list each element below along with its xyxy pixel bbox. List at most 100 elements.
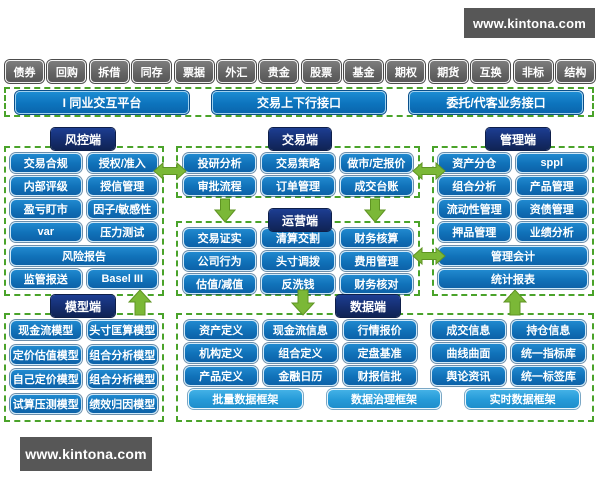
risk-item: 内部评级 [10, 176, 82, 197]
trade-item: 成交台账 [339, 176, 413, 196]
market-type: 同存 [132, 60, 172, 83]
model-item: 定价估值模型 [10, 344, 82, 365]
market-type: 外汇 [216, 60, 256, 83]
data-item: 统一标签库 [510, 366, 586, 386]
mgmt-item: 业绩分析 [515, 222, 588, 243]
market-type: 互换 [471, 60, 511, 83]
data-item: 财报信批 [342, 366, 417, 386]
mgmt-item: 产品管理 [515, 176, 588, 197]
interface-item: 交易上下行接口 [212, 90, 386, 114]
market-type: 期权 [386, 60, 426, 83]
arrow-horizontal-icon [412, 161, 446, 181]
market-type: 期货 [428, 60, 468, 83]
data-item: 定盘基准 [342, 343, 417, 363]
brand-url-top: www.kintona.com [464, 8, 595, 38]
interface-item: I 同业交互平台 [15, 90, 189, 114]
mgmt-item: 押品管理 [438, 222, 511, 243]
arrow-horizontal-icon [153, 161, 187, 181]
framework-item: 实时数据框架 [465, 389, 581, 409]
arrow-down-icon [291, 289, 315, 316]
data-item: 机构定义 [184, 343, 259, 363]
market-type: 贵金 [259, 60, 299, 83]
risk-section: 交易合规 授权/准入 内部评级 授信管理 盈亏盯市 因子/敏感性 var 压力测… [4, 146, 164, 296]
mgmt-item: 组合分析 [438, 176, 511, 197]
market-type-row: 债券 回购 拆借 同存 票据 外汇 贵金 股票 基金 期权 期货 互换 非标 结… [5, 60, 595, 83]
model-item: 自己定价模型 [10, 369, 82, 389]
model-item: 组合分析模型 [86, 369, 158, 389]
ops-item: 财务核算 [339, 228, 413, 248]
mgmt-item: 流动性管理 [438, 199, 511, 220]
model-item: 头寸匡算模型 [86, 320, 158, 340]
ops-section-title: 运营端 [269, 209, 331, 231]
market-type: 基金 [344, 60, 383, 83]
data-item: 资产定义 [184, 320, 259, 340]
mgmt-section: 资产分仓 sppl 组合分析 产品管理 流动性管理 资债管理 押品管理 业绩分析… [432, 146, 594, 296]
brand-url-bottom: www.kintona.com [20, 437, 152, 471]
model-item: 绩效归因模型 [86, 393, 158, 414]
model-item: 试算压测模型 [10, 393, 82, 414]
mgmt-section-title: 管理端 [486, 128, 550, 150]
arrow-up-icon [503, 289, 527, 316]
data-section-title: 数据端 [336, 295, 400, 317]
risk-item: 交易合规 [10, 153, 82, 173]
data-item: 行情报价 [342, 320, 417, 340]
data-section-grids: 资产定义 现金流信息 行情报价 机构定义 组合定义 定盘基准 产品定义 金融日历… [184, 320, 586, 386]
model-section: 现金流模型 头寸匡算模型 定价估值模型 组合分析模型 自己定价模型 组合分析模型… [4, 313, 164, 422]
trade-section: 投研分析 交易策略 做市/定报价 审批流程 订单管理 成交台账 [176, 146, 420, 198]
data-item: 现金流信息 [263, 320, 338, 340]
risk-item: 监管报送 [10, 268, 82, 289]
market-type: 结构 [555, 60, 595, 83]
data-left-grid: 资产定义 现金流信息 行情报价 机构定义 组合定义 定盘基准 产品定义 金融日历… [184, 320, 417, 386]
model-item: 现金流模型 [10, 320, 82, 340]
data-item: 持仓信息 [510, 320, 586, 340]
risk-item: 风险报告 [10, 245, 158, 266]
risk-item: 授信管理 [86, 176, 158, 197]
ops-item: 交易证实 [183, 228, 257, 248]
trade-item: 审批流程 [183, 176, 257, 196]
data-framework-row: 批量数据框架 数据治理框架 实时数据框架 [184, 389, 586, 409]
framework-item: 数据治理框架 [326, 389, 442, 409]
ops-section: 交易证实 清算交割 财务核算 公司行为 头寸调拨 费用管理 估值/减值 反洗钱 … [176, 221, 420, 296]
risk-item: 盈亏盯市 [10, 199, 82, 220]
model-item: 组合分析模型 [86, 344, 158, 365]
data-item: 成交信息 [430, 320, 506, 340]
ops-item: 财务核对 [339, 274, 413, 294]
mgmt-item: 统计报表 [438, 268, 588, 289]
market-type: 股票 [301, 60, 341, 83]
market-type: 债券 [5, 60, 44, 83]
arrow-down-icon [364, 198, 386, 223]
risk-item: var [10, 222, 82, 243]
data-section: 资产定义 现金流信息 行情报价 机构定义 组合定义 定盘基准 产品定义 金融日历… [176, 313, 594, 422]
trade-item: 做市/定报价 [339, 153, 413, 173]
market-type: 非标 [513, 60, 553, 83]
data-item: 统一指标库 [510, 343, 586, 363]
mgmt-item: 资产分仓 [438, 153, 511, 173]
data-item: 曲线曲面 [430, 343, 506, 363]
trade-item: 订单管理 [261, 176, 335, 196]
arrow-horizontal-icon [412, 246, 446, 266]
ops-item: 清算交割 [261, 228, 335, 248]
ops-item: 公司行为 [183, 251, 257, 271]
arrow-down-icon [214, 198, 236, 223]
risk-item: 授权/准入 [86, 153, 158, 173]
risk-section-title: 风控端 [51, 128, 115, 150]
market-type: 拆借 [89, 60, 129, 83]
market-type: 票据 [174, 60, 214, 83]
interface-bar: I 同业交互平台 交易上下行接口 委托/代客业务接口 [4, 87, 594, 117]
mgmt-item: sppl [515, 153, 588, 173]
mgmt-item: 管理会计 [438, 245, 588, 266]
ops-item: 费用管理 [339, 251, 413, 271]
risk-item: 因子/敏感性 [86, 199, 158, 220]
model-section-title: 模型端 [51, 295, 115, 317]
arrow-up-icon [128, 289, 152, 316]
trade-item: 投研分析 [183, 153, 257, 173]
data-right-grid: 成交信息 持仓信息 曲线曲面 统一指标库 舆论资讯 统一标签库 [430, 320, 586, 386]
mgmt-item: 资债管理 [515, 199, 588, 220]
interface-item: 委托/代客业务接口 [409, 90, 583, 114]
data-item: 舆论资讯 [430, 366, 506, 386]
ops-item: 头寸调拨 [261, 251, 335, 271]
data-item: 组合定义 [263, 343, 338, 363]
risk-item: 压力测试 [86, 222, 158, 243]
risk-item: Basel III [86, 268, 158, 289]
